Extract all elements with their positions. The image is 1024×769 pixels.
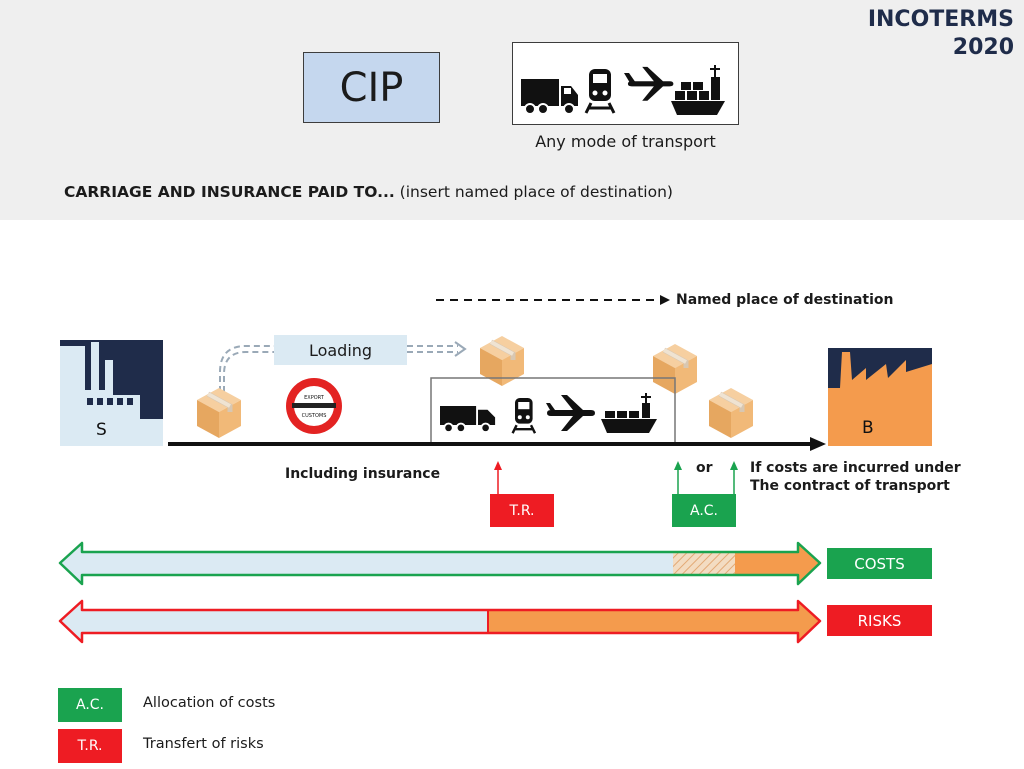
seller-factory-icon: S [60, 340, 163, 446]
legend-ac-tag: A.C. [58, 688, 122, 722]
named-place-dashed-arrow [436, 295, 670, 305]
cost-allocation-tag: A.C. [672, 494, 736, 527]
airplane-icon [546, 395, 595, 431]
costs-bar-seller-segment [60, 543, 673, 584]
airplane-icon [624, 66, 674, 101]
delivery-timeline-arrow [168, 437, 826, 451]
or-label: or [696, 460, 713, 476]
term-definition-bold: CARRIAGE AND INSURANCE PAID TO... [64, 183, 395, 201]
incoterm-code: CIP [339, 64, 404, 111]
parcel-icon [197, 388, 241, 438]
customs-stop-icon: EXPORT CUSTOMS [286, 378, 342, 434]
customs-label-top: EXPORT [304, 395, 325, 401]
train-icon [584, 69, 616, 114]
insurance-label: Including insurance [285, 466, 441, 482]
loading-label-text: Loading [308, 340, 373, 360]
risks-bar-buyer-segment [488, 601, 820, 642]
legend-ac-text: Allocation of costs [143, 695, 276, 711]
costs-bar-buyer-segment [735, 543, 820, 584]
parcel-icon [709, 388, 753, 438]
risks-bar [58, 599, 822, 644]
truck-icon [521, 79, 578, 115]
transport-icons [521, 65, 725, 115]
legend-tr-tag: T.R. [58, 729, 122, 763]
seller-label: S [96, 420, 107, 440]
brand-title: INCOTERMS [867, 7, 1014, 32]
risk-transfer-tag: T.R. [490, 494, 554, 527]
buyer-factory-icon: B [828, 348, 932, 446]
train-icon [511, 398, 537, 434]
cargo-ship-icon [671, 65, 725, 115]
costs-label: COSTS [827, 548, 932, 579]
carriage-transport-icons [440, 393, 657, 434]
incoterm-code-box: CIP [303, 52, 440, 123]
cost-allocation-pointer [674, 461, 682, 494]
cost-allocation-pointer-alt [730, 461, 738, 494]
risks-bar-seller-segment [60, 601, 488, 642]
transport-mode-caption: Any mode of transport [535, 132, 716, 151]
term-definition: CARRIAGE AND INSURANCE PAID TO... (inser… [64, 183, 673, 201]
cargo-ship-icon [601, 393, 657, 433]
legend-tr-text: Transfert of risks [143, 736, 264, 752]
brand-year: 2020 [952, 35, 1014, 60]
risk-transfer-pointer [494, 461, 502, 494]
main-carriage-frame [430, 377, 676, 444]
costs-bar-variable-segment [673, 552, 735, 575]
named-place-label: Named place of destination [676, 292, 894, 308]
customs-label-bottom: CUSTOMS [302, 413, 327, 419]
costs-note-line2: The contract of transport [750, 478, 950, 494]
transport-mode-box [512, 42, 739, 125]
costs-bar [58, 541, 822, 586]
loading-label: Loading [274, 335, 407, 365]
costs-note-line1: If costs are incurred under [750, 460, 961, 476]
loading-dashed-arrow [219, 341, 467, 392]
risks-label: RISKS [827, 605, 932, 636]
truck-icon [440, 406, 496, 434]
term-definition-rest: (insert named place of destination) [394, 183, 673, 201]
buyer-label: B [862, 418, 874, 438]
